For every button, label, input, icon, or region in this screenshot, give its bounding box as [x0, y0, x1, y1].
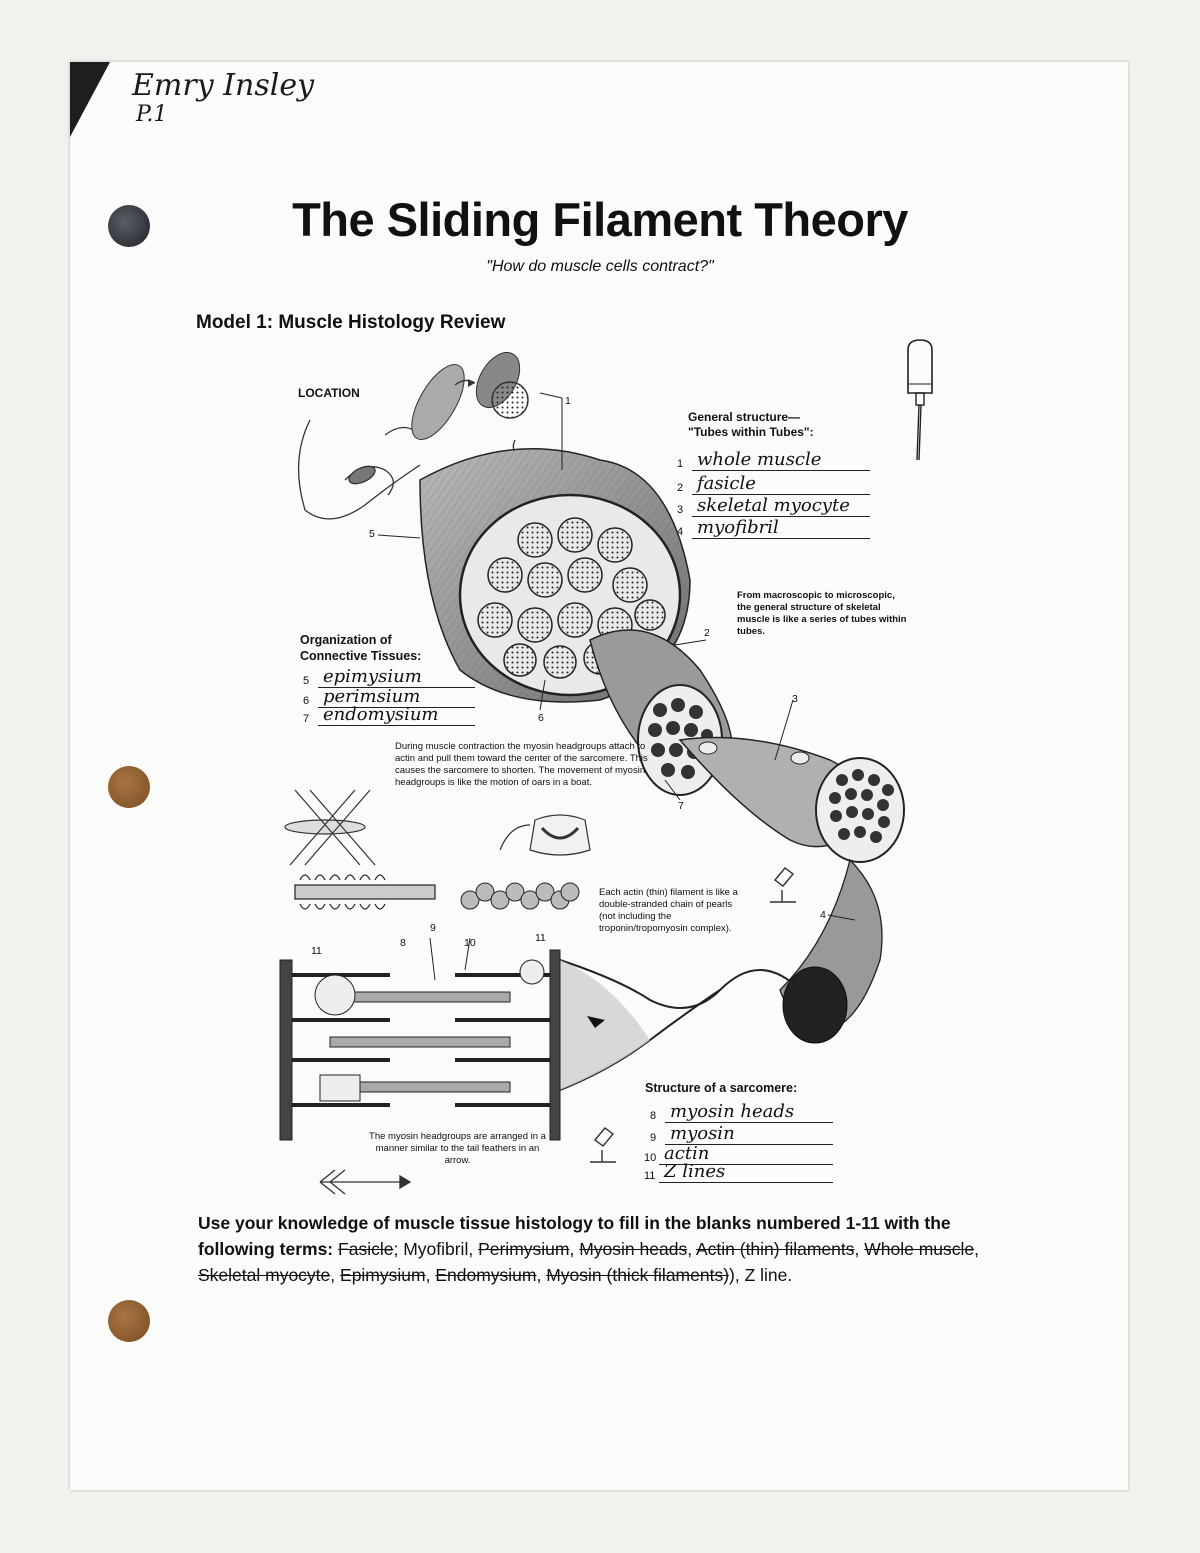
callout-11-right: 11 [535, 932, 546, 944]
blank-row-3: 3 skeletal myocyte [677, 495, 870, 517]
blank-row-1: 1 whole muscle [677, 449, 870, 471]
blank-row-10: 10 actin [644, 1143, 833, 1165]
answer-2[interactable]: fasicle [697, 473, 756, 494]
callout-7: 7 [678, 800, 684, 812]
instructions: Use your knowledge of muscle tissue hist… [198, 1210, 1008, 1288]
fascicle-cross-sections [477, 517, 666, 679]
microscope-icon [590, 867, 796, 1163]
term-8: Epimysium [340, 1265, 426, 1285]
blank-row-4: 4 myofibril [677, 517, 870, 539]
blank-row-7: 7 endomysium [303, 704, 475, 726]
arrow-sketch [319, 1169, 412, 1195]
connective-title: Organization of Connective Tissues: [300, 633, 422, 663]
callout-3: 3 [792, 693, 798, 705]
callout-6: 6 [538, 712, 544, 724]
term-list: Fasicle; Myofibril, Perimysium, Myosin h… [198, 1239, 980, 1285]
answer-1[interactable]: whole muscle [697, 449, 822, 470]
instructions-lead: Use your knowledge of muscle tissue hist… [198, 1213, 951, 1259]
term-11: Z line. [744, 1265, 793, 1285]
actin-note: Each actin (thin) filament is like a dou… [599, 887, 738, 934]
contraction-note: During muscle contraction the myosin hea… [395, 741, 648, 788]
macro-structure-note: From macroscopic to microscopic, the gen… [737, 590, 907, 637]
class-period: P.1 [136, 102, 168, 127]
binder-hole-bottom [108, 1300, 150, 1342]
model-heading: Model 1: Muscle Histology Review [196, 312, 506, 333]
worksheet-page [70, 62, 1128, 1490]
term-9: Endomysium [435, 1265, 537, 1285]
term-10: Myosin (thick filaments) [546, 1265, 730, 1285]
answer-8[interactable]: myosin heads [670, 1101, 795, 1122]
binder-hole-middle [108, 766, 150, 808]
term-4: Myosin heads [579, 1239, 688, 1259]
sarcomere-diagram [279, 949, 561, 1141]
arrow-note: The myosin headgroups are arranged in a … [369, 1131, 546, 1166]
callout-10: 10 [464, 937, 476, 949]
pipette-sketch [907, 339, 933, 461]
myocyte-cross-sections [648, 698, 713, 779]
term-7: Skeletal myocyte [198, 1265, 331, 1285]
answer-4[interactable]: myofibril [697, 517, 779, 538]
term-2: Myofibril [403, 1239, 469, 1259]
term-6: Whole muscle [864, 1239, 975, 1259]
callout-9: 9 [430, 922, 436, 934]
term-3: Perimysium [478, 1239, 570, 1259]
answer-7[interactable]: endomysium [323, 704, 439, 725]
callout-2: 2 [704, 627, 710, 639]
term-1: Fasicle [338, 1239, 394, 1259]
actin-pearl-chain [460, 882, 580, 910]
answer-9[interactable]: myosin [670, 1123, 735, 1144]
callout-8: 8 [400, 937, 406, 949]
blank-row-6: 6 perimsium [303, 686, 475, 708]
arm-sketch [297, 419, 429, 520]
answer-3[interactable]: skeletal myocyte [697, 495, 850, 516]
callout-1: 1 [565, 395, 571, 407]
blank-row-8: 8 myosin heads [650, 1101, 833, 1123]
location-label: LOCATION [298, 386, 360, 400]
sarcomere-title: Structure of a sarcomere: [645, 1081, 798, 1095]
blank-row-11: 11 Z lines [644, 1161, 833, 1183]
student-name: Emry Insley [132, 68, 315, 103]
page-subtitle: "How do muscle cells contract?" [486, 258, 714, 275]
whole-muscle-icon [411, 364, 465, 440]
term-5: Actin (thin) filaments [695, 1239, 855, 1259]
general-structure-title: General structure— "Tubes within Tubes": [688, 410, 814, 439]
myosin-filament-thumbnail [294, 874, 436, 910]
callout-11-left: 11 [311, 945, 322, 957]
callout-leader-lines [377, 392, 856, 981]
page-corner-fold [70, 62, 110, 137]
answer-10[interactable]: actin [664, 1143, 710, 1164]
myofibril-cross-sections [829, 769, 894, 843]
callout-4: 4 [820, 909, 826, 921]
rowing-oars-sketch [284, 789, 376, 866]
muscle-histology-diagram [279, 352, 905, 1195]
pearl-necklace-sketch [499, 814, 591, 856]
blank-row-9: 9 myosin [650, 1123, 833, 1145]
callout-5: 5 [369, 528, 375, 540]
answer-11[interactable]: Z lines [664, 1161, 726, 1182]
binder-hole-top [108, 205, 150, 247]
blank-row-2: 2 fasicle [677, 473, 870, 495]
answer-6[interactable]: perimsium [323, 686, 421, 707]
blank-row-5: 5 epimysium [303, 666, 475, 688]
page-title: The Sliding Filament Theory [292, 193, 908, 246]
answer-5[interactable]: epimysium [323, 666, 422, 687]
